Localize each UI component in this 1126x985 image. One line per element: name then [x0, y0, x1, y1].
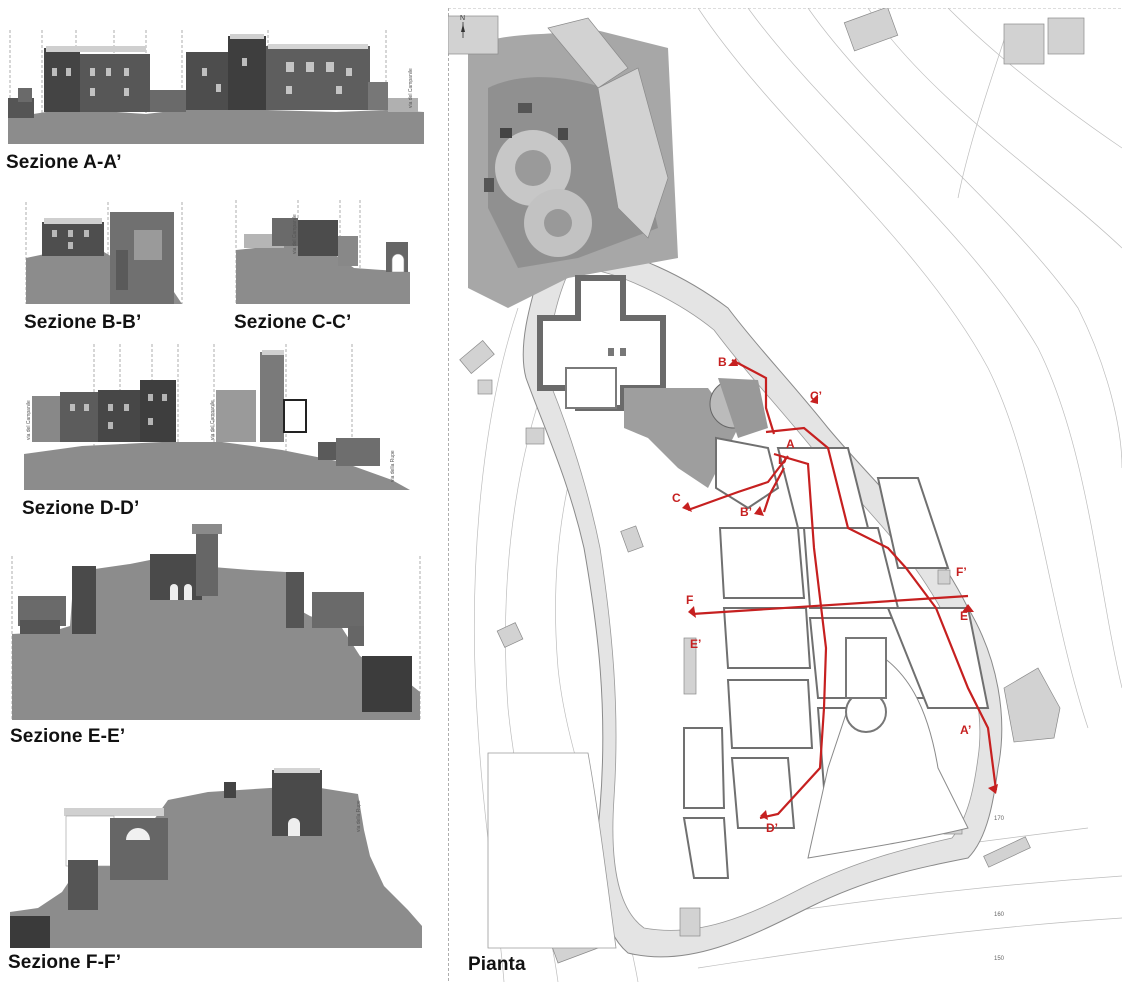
plan-title: Pianta [468, 954, 526, 975]
section-b-drawing [25, 202, 183, 304]
contour-label-150: 150 [994, 956, 1005, 962]
section-b-label: Sezione B-B’ [24, 312, 142, 333]
section-a-label: Sezione A-A’ [6, 152, 122, 173]
contour-label-170: 170 [994, 816, 1005, 822]
street-label-campanile-d1: via del Campanile [26, 400, 32, 440]
marker-c-prime: C’ [810, 389, 822, 403]
marker-e-prime: E’ [690, 637, 701, 651]
section-e-drawing [11, 524, 421, 720]
north-label: N [460, 15, 465, 22]
marker-f: F [686, 593, 693, 607]
marker-b: B [718, 355, 727, 369]
street-label-campanile-d2: via del Campanile [210, 400, 216, 440]
section-d-drawing: via del Campanile via del Campanile via … [24, 344, 410, 490]
street-label-rupe-f: via della Rupe [356, 800, 362, 832]
street-label-rupe-d: via della Rupe [390, 450, 396, 482]
marker-a-prime: A’ [960, 723, 971, 737]
street-label-campanile-a: via del Campanile [408, 68, 414, 108]
marker-d-prime: D’ [766, 821, 778, 835]
marker-f-prime: F’ [956, 565, 967, 579]
plan-drawing: B C’ A D C B’ F’ F E E’ A’ D’ 170 160 15… [448, 8, 1122, 982]
marker-b-prime: B’ [740, 505, 752, 519]
section-f-drawing: via della Rupe [10, 768, 422, 948]
contour-label-160: 160 [994, 912, 1005, 918]
section-f-label: Sezione F-F’ [8, 952, 122, 973]
street-label-campanile-c: via del Campanile [292, 214, 298, 254]
north-arrow-icon [461, 22, 465, 38]
section-c-drawing: via del Campanile [235, 200, 410, 304]
marker-a: A [786, 437, 795, 451]
section-e-label: Sezione E-E’ [10, 726, 126, 747]
marker-c: C [672, 491, 681, 505]
section-a-drawing: via del Campanile [8, 30, 424, 144]
marker-d: D [778, 453, 787, 467]
section-d-label: Sezione D-D’ [22, 498, 140, 519]
marker-e: E [960, 609, 968, 623]
section-c-label: Sezione C-C’ [234, 312, 352, 333]
